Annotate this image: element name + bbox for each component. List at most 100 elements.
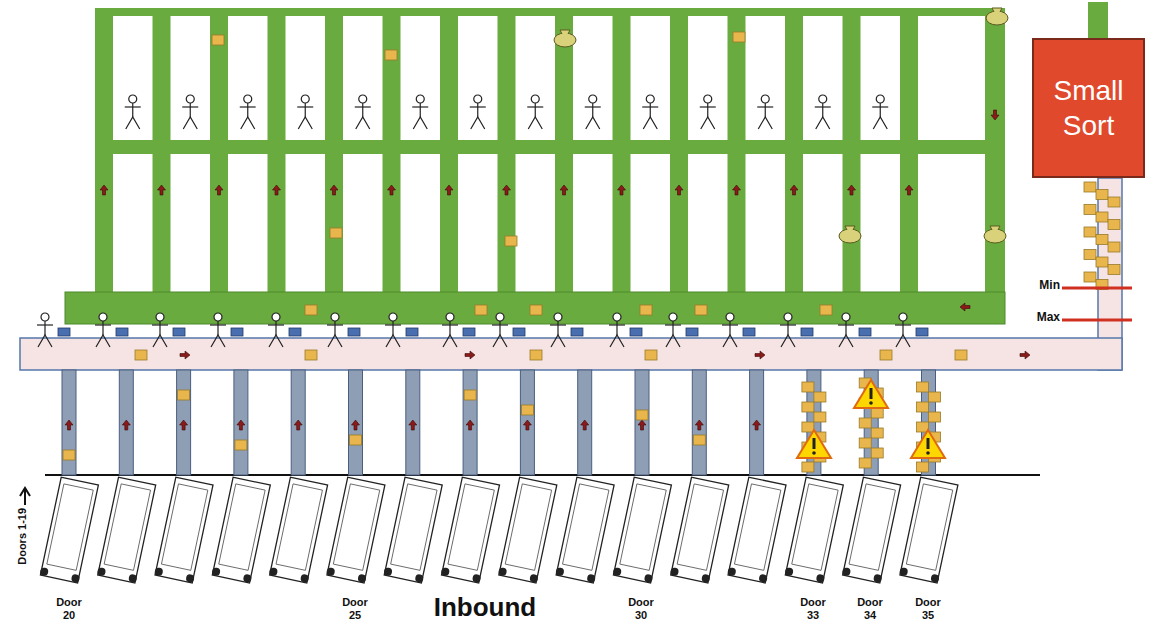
green-aisle (843, 8, 861, 308)
worker-arms (412, 106, 428, 107)
green-right-aisle (985, 8, 1005, 308)
parcel (929, 412, 941, 422)
green-aisle (785, 8, 803, 308)
trailer-body (785, 477, 843, 583)
worker-legs (413, 117, 427, 129)
worker-arms (838, 324, 854, 325)
worker-arms (665, 324, 681, 325)
trailer-wheel (758, 574, 767, 583)
worker-body (902, 321, 903, 335)
green-aisle (498, 8, 516, 308)
worker-head (876, 95, 884, 103)
worker-figure (609, 313, 625, 347)
parcel (640, 305, 652, 315)
worker-arms (268, 324, 284, 325)
parcel (917, 402, 929, 412)
worker-figure (665, 313, 681, 347)
worker-arms (550, 324, 566, 325)
worker-head (244, 95, 252, 103)
flow-arrow (445, 185, 453, 195)
worker-head (272, 313, 280, 321)
trailer-wheel (498, 567, 507, 576)
parcel (530, 350, 542, 360)
parcel (917, 462, 929, 472)
conveyor-right-leg (1098, 178, 1122, 370)
trailer-wheel (930, 574, 939, 583)
worker-figure (585, 95, 601, 129)
trailer-wheel (873, 574, 882, 583)
worker-arms (722, 324, 738, 325)
trailer-body (499, 477, 557, 583)
flow-arrow (755, 351, 765, 359)
flow-arrow (122, 420, 130, 430)
worker-arms (700, 106, 716, 107)
worker-figure (125, 95, 141, 129)
worker-head (646, 95, 654, 103)
work-station (406, 328, 418, 336)
parcel (521, 405, 533, 415)
parcel (135, 350, 147, 360)
trailer-wheel (472, 574, 481, 583)
truck-trailer (97, 477, 157, 583)
worker-legs (758, 117, 772, 129)
worker-body (650, 103, 651, 117)
work-station (348, 328, 360, 336)
worker-head (784, 313, 792, 321)
truck-trailer (612, 477, 672, 583)
worker-legs (269, 335, 283, 347)
parcel (871, 448, 883, 458)
worker-body (880, 103, 881, 117)
worker-body (392, 321, 393, 335)
worker-legs (781, 335, 795, 347)
warning-triangle (854, 380, 888, 408)
door-lane (463, 370, 477, 475)
parcel (802, 422, 814, 432)
worker-head (726, 313, 734, 321)
parcel (859, 418, 871, 428)
trailer-inner (47, 484, 93, 570)
trailer-inner (161, 484, 207, 570)
trailer-wheel (644, 574, 653, 583)
worker-body (729, 321, 730, 335)
parcel (880, 350, 892, 360)
truck-trailer (555, 477, 615, 583)
door-label: Doors 1-19 (16, 496, 29, 576)
trailer-inner (219, 484, 265, 570)
parcel (814, 392, 826, 402)
min-line (1062, 287, 1132, 290)
worker-head (389, 313, 397, 321)
warning-dot (812, 451, 816, 455)
mail-bag (986, 8, 1008, 25)
trailer-body (98, 477, 156, 583)
parcel (802, 382, 814, 392)
label-holder: Door 33 (793, 596, 833, 621)
worker-legs (211, 335, 225, 347)
trailer-wheel (586, 574, 595, 583)
bag-neck (845, 226, 855, 230)
trailer-wheel (784, 567, 793, 576)
worker-arms (442, 324, 458, 325)
trailer-body (843, 477, 901, 583)
trailer-wheel (415, 574, 424, 583)
parcel (871, 408, 883, 418)
flow-arrow (560, 185, 568, 195)
trailer-wheel (185, 574, 194, 583)
level-mark: Max (1022, 311, 1060, 325)
worker-arms (327, 324, 343, 325)
trailer-wheel (529, 574, 538, 583)
worker-head (589, 95, 597, 103)
work-station (173, 328, 185, 336)
worker-head (899, 313, 907, 321)
truck-trailer (670, 477, 730, 583)
parcel (802, 462, 814, 472)
door-label: Door 35 (908, 596, 948, 621)
trailer-wheel (357, 574, 366, 583)
worker-arms (210, 324, 226, 325)
max-line (1062, 319, 1132, 322)
worker-head (613, 313, 621, 321)
worker-legs (643, 117, 657, 129)
trailer-inner (734, 484, 780, 570)
parcel (955, 350, 967, 360)
door-lane (349, 370, 363, 475)
label-holder: Door 34 (850, 596, 890, 621)
